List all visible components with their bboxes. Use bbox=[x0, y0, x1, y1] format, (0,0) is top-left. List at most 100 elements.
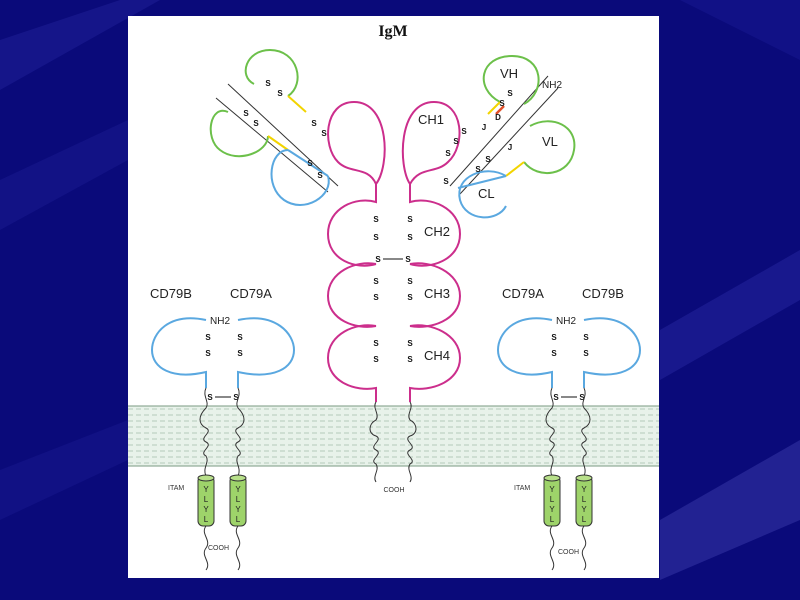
left-cd79-disulfides: S S S S S S bbox=[205, 333, 243, 402]
svg-text:Y: Y bbox=[549, 485, 555, 494]
svg-text:L: L bbox=[204, 495, 209, 504]
left-cd79-domains bbox=[150, 317, 296, 388]
right-cd79-domains bbox=[496, 317, 642, 388]
ch4-label: CH4 bbox=[424, 348, 450, 363]
svg-text:S: S bbox=[551, 333, 557, 342]
svg-text:Y: Y bbox=[235, 505, 241, 514]
left-itam-cylinder-2: Y L Y L bbox=[229, 474, 247, 527]
svg-text:S: S bbox=[373, 233, 379, 242]
cell-membrane bbox=[128, 406, 659, 466]
svg-text:Y: Y bbox=[581, 505, 587, 514]
left-itam-cylinder-1: Y L Y L bbox=[197, 474, 215, 527]
heavy-chain-right bbox=[401, 100, 462, 402]
svg-text:S: S bbox=[307, 159, 313, 168]
svg-text:Y: Y bbox=[549, 505, 555, 514]
svg-text:L: L bbox=[236, 495, 241, 504]
right-itam-cylinder-2: Y L Y L bbox=[575, 474, 593, 527]
igm-bcr-diagram: IgM COOH CH1 CH2 CH3 CH4 S S S S S S S S… bbox=[128, 23, 659, 571]
left-cd79b-label: CD79B bbox=[150, 286, 192, 301]
svg-text:S: S bbox=[407, 293, 413, 302]
svg-text:S: S bbox=[407, 339, 413, 348]
svg-text:S: S bbox=[453, 137, 459, 146]
svg-text:S: S bbox=[311, 119, 317, 128]
svg-text:S: S bbox=[485, 155, 491, 164]
svg-text:S: S bbox=[321, 129, 327, 138]
svg-text:S: S bbox=[233, 393, 239, 402]
svg-text:S: S bbox=[475, 165, 481, 174]
svg-text:S: S bbox=[405, 255, 411, 264]
svg-text:Y: Y bbox=[235, 485, 241, 494]
left-cooh-label: COOH bbox=[208, 545, 229, 552]
left-nh2-label: NH2 bbox=[210, 316, 230, 327]
svg-text:Y: Y bbox=[203, 485, 209, 494]
left-cd79a-label: CD79A bbox=[230, 286, 272, 301]
right-itam-label: ITAM bbox=[514, 485, 530, 492]
vh-label: VH bbox=[500, 66, 518, 81]
cl-label: CL bbox=[478, 186, 495, 201]
svg-text:S: S bbox=[443, 177, 449, 186]
right-cd79-disulfides: S S S S S S bbox=[551, 333, 589, 402]
svg-text:S: S bbox=[499, 99, 505, 108]
svg-text:S: S bbox=[207, 393, 213, 402]
right-fab-arm bbox=[449, 54, 576, 219]
j-segment-light-label: J bbox=[508, 143, 512, 152]
svg-text:S: S bbox=[407, 355, 413, 364]
svg-text:S: S bbox=[551, 349, 557, 358]
svg-text:S: S bbox=[375, 255, 381, 264]
svg-text:S: S bbox=[205, 333, 211, 342]
right-nh2-cd79-label: NH2 bbox=[556, 316, 576, 327]
svg-text:S: S bbox=[507, 89, 513, 98]
right-cd79b-label: CD79B bbox=[582, 286, 624, 301]
heavy-chain-disulfides: S S S S S S S S S S S S S S bbox=[373, 215, 413, 364]
heavy-chain-cooh: COOH bbox=[384, 487, 405, 494]
vl-label: VL bbox=[542, 134, 558, 149]
svg-text:S: S bbox=[553, 393, 559, 402]
right-itam-cylinder-1: Y L Y L bbox=[543, 474, 561, 527]
left-cd79-transmembrane bbox=[199, 387, 245, 571]
svg-text:S: S bbox=[373, 215, 379, 224]
left-fab-disulfides: S S S S S S S S bbox=[243, 79, 327, 180]
right-cooh-label: COOH bbox=[558, 549, 579, 556]
ch1-label: CH1 bbox=[418, 112, 444, 127]
svg-text:S: S bbox=[373, 355, 379, 364]
j-segment-heavy-label: J bbox=[482, 123, 486, 132]
svg-text:Y: Y bbox=[581, 485, 587, 494]
svg-text:L: L bbox=[204, 515, 209, 524]
right-fab-disulfides: S S S S S S S S bbox=[443, 89, 513, 186]
svg-text:S: S bbox=[265, 79, 271, 88]
diagram-title: IgM bbox=[378, 23, 407, 40]
ch2-label: CH2 bbox=[424, 224, 450, 239]
svg-text:S: S bbox=[205, 349, 211, 358]
svg-text:S: S bbox=[583, 349, 589, 358]
svg-text:L: L bbox=[582, 515, 587, 524]
heavy-chain-transmembrane bbox=[369, 401, 417, 483]
svg-text:Y: Y bbox=[203, 505, 209, 514]
svg-text:S: S bbox=[237, 333, 243, 342]
svg-text:L: L bbox=[550, 495, 555, 504]
svg-text:S: S bbox=[317, 171, 323, 180]
svg-text:S: S bbox=[407, 215, 413, 224]
slide-panel: IgM COOH CH1 CH2 CH3 CH4 S S S S S S S S… bbox=[128, 16, 659, 578]
svg-text:S: S bbox=[277, 89, 283, 98]
svg-text:S: S bbox=[373, 293, 379, 302]
left-fab-arm bbox=[209, 48, 339, 206]
svg-text:S: S bbox=[373, 339, 379, 348]
right-nh2-label: NH2 bbox=[542, 80, 562, 91]
svg-text:L: L bbox=[550, 515, 555, 524]
svg-text:S: S bbox=[445, 149, 451, 158]
svg-text:S: S bbox=[461, 127, 467, 136]
svg-text:S: S bbox=[243, 109, 249, 118]
right-cd79a-label: CD79A bbox=[502, 286, 544, 301]
d-segment-label: D bbox=[495, 113, 501, 122]
left-itam-label: ITAM bbox=[168, 485, 184, 492]
svg-text:S: S bbox=[407, 277, 413, 286]
svg-text:S: S bbox=[237, 349, 243, 358]
heavy-chain-left bbox=[326, 100, 386, 402]
svg-text:S: S bbox=[579, 393, 585, 402]
svg-text:S: S bbox=[583, 333, 589, 342]
svg-text:L: L bbox=[582, 495, 587, 504]
ch3-label: CH3 bbox=[424, 286, 450, 301]
svg-text:S: S bbox=[407, 233, 413, 242]
svg-text:L: L bbox=[236, 515, 241, 524]
svg-text:S: S bbox=[253, 119, 259, 128]
